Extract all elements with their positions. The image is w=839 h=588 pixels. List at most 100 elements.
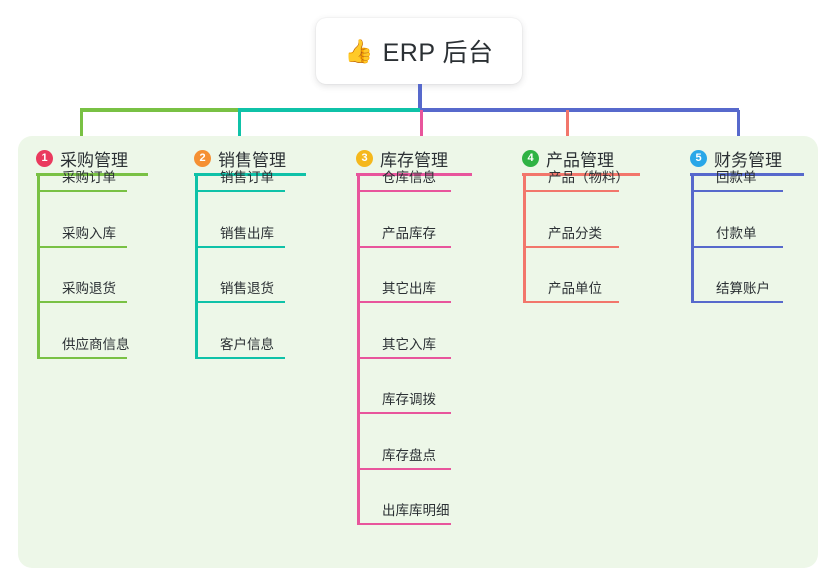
leaf-node[interactable]: 仓库信息 xyxy=(356,168,454,192)
column-badge-3: 3 xyxy=(356,150,373,167)
leaf-underline xyxy=(195,245,285,248)
leaf-node[interactable]: 付款单 xyxy=(690,224,786,248)
column-trunk-3 xyxy=(357,176,360,525)
leaf-underline xyxy=(37,356,127,359)
bus-segment-teal xyxy=(238,108,420,112)
column-trunk-5 xyxy=(691,176,694,303)
leaf-node[interactable]: 采购退货 xyxy=(36,279,130,303)
connector-drop-3 xyxy=(420,110,423,157)
leaf-node[interactable]: 库存盘点 xyxy=(356,446,454,470)
leaf-node-label: 其它出库 xyxy=(382,281,436,296)
leaf-underline xyxy=(357,301,451,303)
connector-drop-1 xyxy=(80,110,83,157)
column-header-2[interactable]: 2 销售管理 xyxy=(194,146,286,171)
column-badge-2: 2 xyxy=(194,150,211,167)
root-title-text: ERP 后台 xyxy=(382,39,494,67)
column-underline-2 xyxy=(194,173,306,176)
connector-drop-2 xyxy=(238,110,241,157)
leaf-node[interactable]: 销售出库 xyxy=(194,224,288,248)
column-trunk-2 xyxy=(195,176,198,359)
leaf-underline xyxy=(195,356,285,359)
leaf-node-label: 出库库明细 xyxy=(382,503,450,518)
leaf-underline xyxy=(523,245,619,248)
leaf-node-label: 供应商信息 xyxy=(62,336,130,352)
leaf-node[interactable]: 结算账户 xyxy=(690,279,786,303)
leaf-node-label: 库存调拨 xyxy=(382,392,436,407)
leaf-underline xyxy=(523,190,619,192)
leaf-node[interactable]: 其它入库 xyxy=(356,335,454,359)
leaf-node-label: 回款单 xyxy=(716,170,757,185)
leaf-node-label: 产品（物料） xyxy=(548,170,629,185)
leaf-underline xyxy=(357,356,451,359)
leaf-underline xyxy=(357,245,451,248)
leaf-node-label: 产品单位 xyxy=(548,281,602,296)
leaf-underline xyxy=(357,523,451,525)
leaf-underline xyxy=(195,301,285,303)
leaf-node-label: 采购入库 xyxy=(62,225,116,241)
column-title-text: 销售管理 xyxy=(218,151,286,170)
column-title-text: 采购管理 xyxy=(60,151,128,170)
column-header-3[interactable]: 3 库存管理 xyxy=(356,146,448,171)
column-trunk-4 xyxy=(523,176,526,303)
bus-segment-indigo xyxy=(420,108,739,112)
leaf-node-label: 库存盘点 xyxy=(382,447,436,463)
leaf-node-label: 销售订单 xyxy=(220,170,274,185)
leaf-underline xyxy=(195,190,285,192)
leaf-node-label: 销售出库 xyxy=(220,225,274,241)
leaf-node-label: 产品分类 xyxy=(548,225,602,241)
column-badge-4: 4 xyxy=(522,150,539,167)
leaf-node-label: 付款单 xyxy=(716,225,757,241)
leaf-node[interactable]: 库存调拨 xyxy=(356,390,454,414)
column-title-text: 库存管理 xyxy=(380,151,448,170)
leaf-node-label: 采购退货 xyxy=(62,281,116,296)
leaf-node[interactable]: 回款单 xyxy=(690,168,786,192)
column-header-4[interactable]: 4 产品管理 xyxy=(522,146,614,171)
thumbs-up-icon: 👍 xyxy=(344,37,374,64)
column-title-text: 财务管理 xyxy=(714,151,782,170)
column-badge-5: 5 xyxy=(690,150,707,167)
column-title-text: 产品管理 xyxy=(546,151,614,170)
connector-drop-4 xyxy=(566,110,569,157)
root-connector-stem xyxy=(418,84,422,110)
leaf-node[interactable]: 产品库存 xyxy=(356,224,454,248)
leaf-node[interactable]: 供应商信息 xyxy=(36,335,130,359)
diagram-board: 1 采购管理采购订单采购入库采购退货供应商信息 2 销售管理销售订单销售出库销售退货客… xyxy=(18,136,818,568)
leaf-underline xyxy=(37,301,127,303)
leaf-underline xyxy=(357,190,451,192)
leaf-node-label: 采购订单 xyxy=(62,170,116,185)
column-header-1[interactable]: 1 采购管理 xyxy=(36,146,128,171)
leaf-underline xyxy=(523,301,619,303)
column-underline-1 xyxy=(36,173,148,176)
leaf-node[interactable]: 产品单位 xyxy=(522,279,622,303)
leaf-node[interactable]: 出库库明细 xyxy=(356,501,454,525)
connector-drop-5 xyxy=(737,110,740,157)
leaf-node[interactable]: 采购订单 xyxy=(36,168,130,192)
column-header-5[interactable]: 5 财务管理 xyxy=(690,146,782,171)
root-node-label: 👍 ERP 后台 xyxy=(344,33,493,69)
leaf-node[interactable]: 产品分类 xyxy=(522,224,622,248)
leaf-underline xyxy=(357,467,451,470)
leaf-underline xyxy=(691,190,783,192)
column-underline-5 xyxy=(690,173,804,176)
leaf-underline xyxy=(37,190,127,192)
leaf-node[interactable]: 客户信息 xyxy=(194,335,288,359)
leaf-node[interactable]: 采购入库 xyxy=(36,224,130,248)
root-node[interactable]: 👍 ERP 后台 xyxy=(316,18,522,84)
column-badge-1: 1 xyxy=(36,150,53,167)
column-trunk-1 xyxy=(37,176,40,359)
leaf-node-label: 仓库信息 xyxy=(382,170,436,185)
column-underline-4 xyxy=(522,173,640,176)
leaf-node-label: 销售退货 xyxy=(220,281,274,296)
leaf-underline xyxy=(357,412,451,414)
leaf-underline xyxy=(37,245,127,248)
leaf-underline xyxy=(691,301,783,303)
leaf-node-label: 其它入库 xyxy=(382,336,436,352)
leaf-node-label: 客户信息 xyxy=(220,336,274,352)
leaf-node[interactable]: 产品（物料） xyxy=(522,168,629,192)
leaf-node[interactable]: 其它出库 xyxy=(356,279,454,303)
leaf-node-label: 产品库存 xyxy=(382,225,436,241)
bus-segment-green xyxy=(80,108,238,112)
leaf-node[interactable]: 销售退货 xyxy=(194,279,288,303)
leaf-node[interactable]: 销售订单 xyxy=(194,168,288,192)
leaf-underline xyxy=(691,245,783,248)
